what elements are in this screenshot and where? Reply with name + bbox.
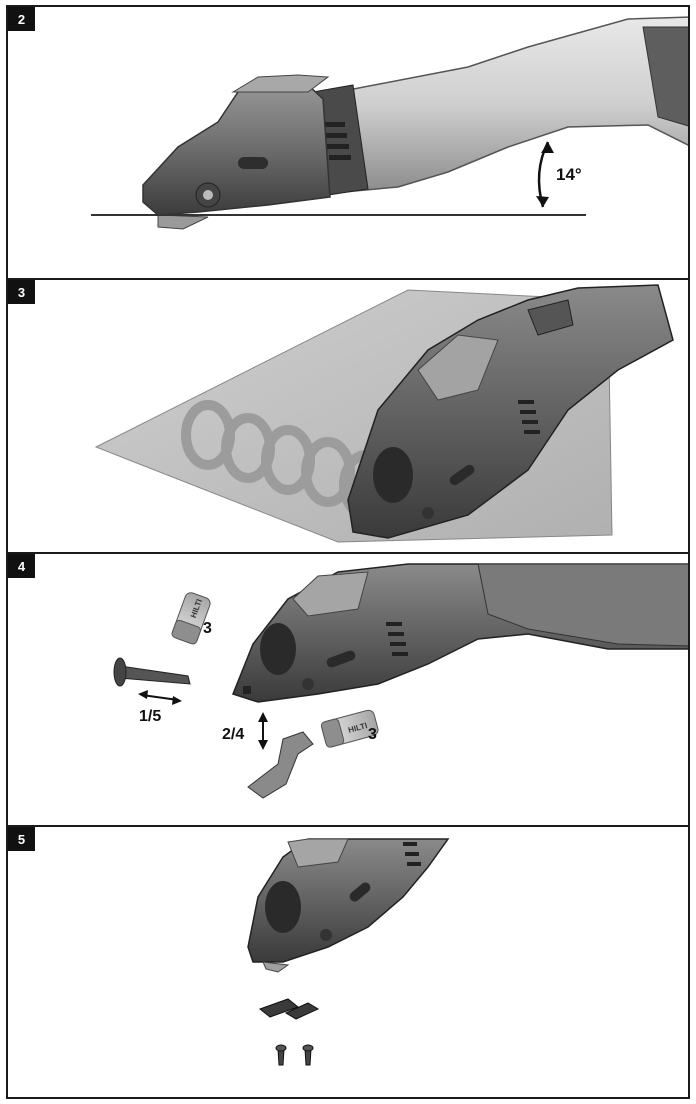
- step-number-badge: 2: [8, 7, 35, 31]
- step-number-badge: 3: [8, 280, 35, 304]
- figure-panel-3: 3: [6, 278, 690, 554]
- step-number-badge: 5: [8, 827, 35, 851]
- cartridge-a-label: 3: [203, 620, 212, 637]
- shear-angle-illustration: [91, 16, 688, 230]
- blade-replacement-illustration: HILTI HILTI: [113, 563, 688, 799]
- pin-step-label: 1/5: [139, 708, 162, 725]
- disassembled-parts-illustration: [247, 838, 450, 1066]
- figure-panel-5: 5: [6, 825, 690, 1099]
- figure-panel-4: 4 HILTI: [6, 552, 690, 827]
- cutting-sheet-illustration: [94, 284, 674, 543]
- angle-label: 14°: [556, 165, 582, 184]
- step-number-badge: 4: [8, 554, 35, 578]
- cartridge-b-label: 3: [368, 726, 377, 743]
- blade-step-label: 2/4: [222, 726, 245, 743]
- figure-panel-2: 2 14°: [6, 5, 690, 280]
